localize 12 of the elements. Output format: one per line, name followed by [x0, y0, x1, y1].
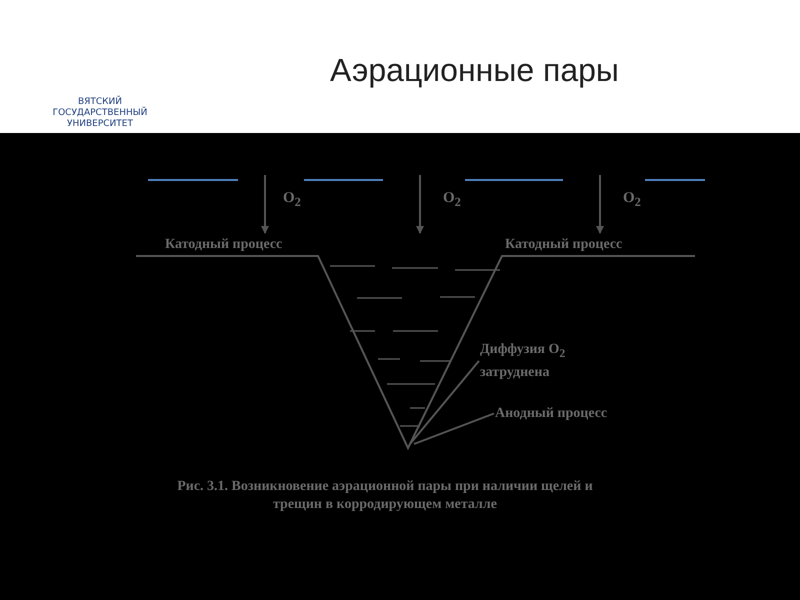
slide-title: Аэрационные пары — [330, 52, 619, 89]
annotation-text: Анодный процесс — [495, 404, 645, 423]
process-label: Катодный процесс — [165, 237, 282, 253]
formula-label: O$_{2}$ — [283, 190, 301, 210]
university-name: ВЯТСКИЙ ГОСУДАРСТВЕННЫЙ УНИВЕРСИТЕТ — [52, 97, 148, 130]
annotation-text: Диффузия O$_{2}$ затруднена — [480, 340, 600, 382]
process-label: Катодный процесс — [505, 237, 622, 253]
formula-label: O$_{2}$ — [443, 190, 461, 210]
leader-line — [414, 412, 494, 445]
figure-caption: Рис. 3.1. Возникновение аэрационной пары при наличии щелей и трещин в корродирующем металле — [176, 478, 594, 514]
leader-line — [409, 360, 480, 445]
formula-label: O$_{2}$ — [623, 190, 641, 210]
